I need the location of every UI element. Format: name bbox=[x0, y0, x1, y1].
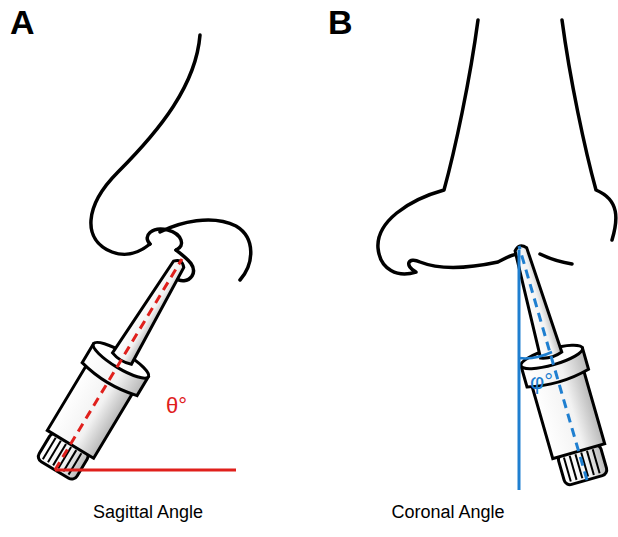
angle-arc bbox=[519, 352, 552, 358]
nose-profile bbox=[91, 35, 251, 281]
panel-letter: A bbox=[10, 4, 35, 41]
nose-front bbox=[378, 20, 616, 274]
panel-letter: B bbox=[328, 4, 353, 41]
reference-line bbox=[55, 469, 236, 472]
reference-line bbox=[518, 250, 521, 490]
panel-caption: Sagittal Angle bbox=[93, 503, 203, 523]
spray-device bbox=[28, 245, 208, 487]
spray-device bbox=[489, 237, 618, 489]
angle-label: θ° bbox=[166, 394, 187, 418]
axis-line bbox=[55, 259, 182, 470]
angle-label: φ° bbox=[530, 370, 553, 394]
axis-line bbox=[519, 246, 587, 480]
panel-caption: Coronal Angle bbox=[391, 503, 504, 523]
